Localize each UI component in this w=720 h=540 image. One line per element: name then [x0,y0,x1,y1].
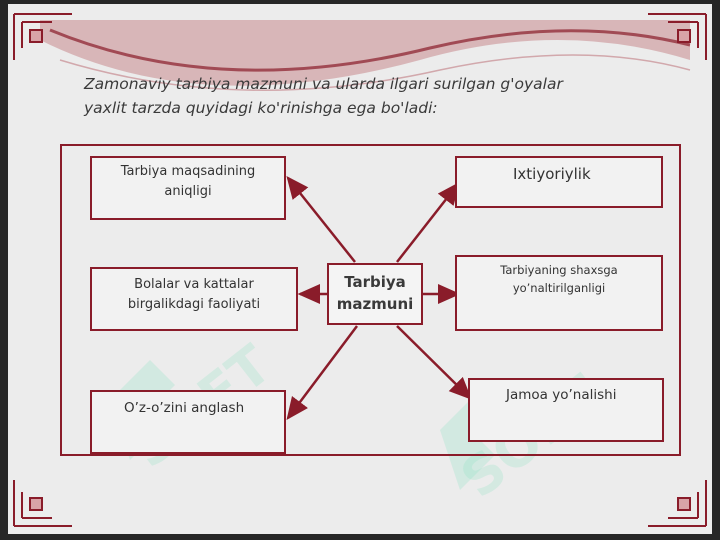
node-bottom-right-line1: Jamoa yo’nalishi [506,387,617,403]
node-top-right-line1: Ixtiyoriylik [513,165,591,183]
corner-ornament-top-left [13,13,72,60]
arrow-to-top-left [286,176,356,263]
node-bottom-right: Jamoa yo’nalishi [468,378,664,442]
node-bottom-left: O’z-o’zini anglash [90,390,286,454]
arrow-to-bottom-left [286,325,358,420]
node-top-left-line2: aniqligi [164,184,212,199]
intro-line-1: Zamonaviy tarbiya mazmuni va ularda ilga… [84,75,563,93]
node-top-left: Tarbiya maqsadining aniqligi [90,156,286,220]
node-mid-left-line2: birgalikdagi faoliyati [127,297,261,312]
node-center-line1: Tarbiya [344,273,406,291]
corner-ornament-top-right [648,13,707,60]
node-top-right: Ixtiyoriylik [455,156,663,208]
arrow-to-bottom-right [396,325,472,400]
top-swoosh-line [49,28,691,72]
node-mid-right-line1: Tarbiyaning shaxsga [500,263,618,277]
corner-ornament-bottom-right [648,480,707,527]
top-swoosh-line-2 [59,54,691,91]
node-bottom-left-line1: O’z-o’zini anglash [124,400,245,416]
node-center: Tarbiya mazmuni [327,263,423,325]
arrow-to-top-right [396,182,460,263]
node-mid-left: Bolalar va kattalar birgalikdagi faoliya… [90,267,298,331]
corner-ornament-bottom-left [13,480,72,527]
node-mid-right: Tarbiyaning shaxsga yo’naltirilganligi [455,255,663,331]
intro-line-2: yaxlit tarzda quyidagi ko'rinishga ega b… [84,99,438,117]
node-top-left-line1: Tarbiya maqsadining [120,164,256,179]
intro-text: Zamonaviy tarbiya mazmuni va ularda ilga… [84,72,644,120]
node-mid-right-line2: yo’naltirilganligi [512,281,606,295]
diagram-frame [60,144,681,456]
node-mid-left-line1: Bolalar va kattalar [134,277,254,292]
top-swoosh [40,20,690,86]
node-center-line2: mazmuni [336,295,414,313]
